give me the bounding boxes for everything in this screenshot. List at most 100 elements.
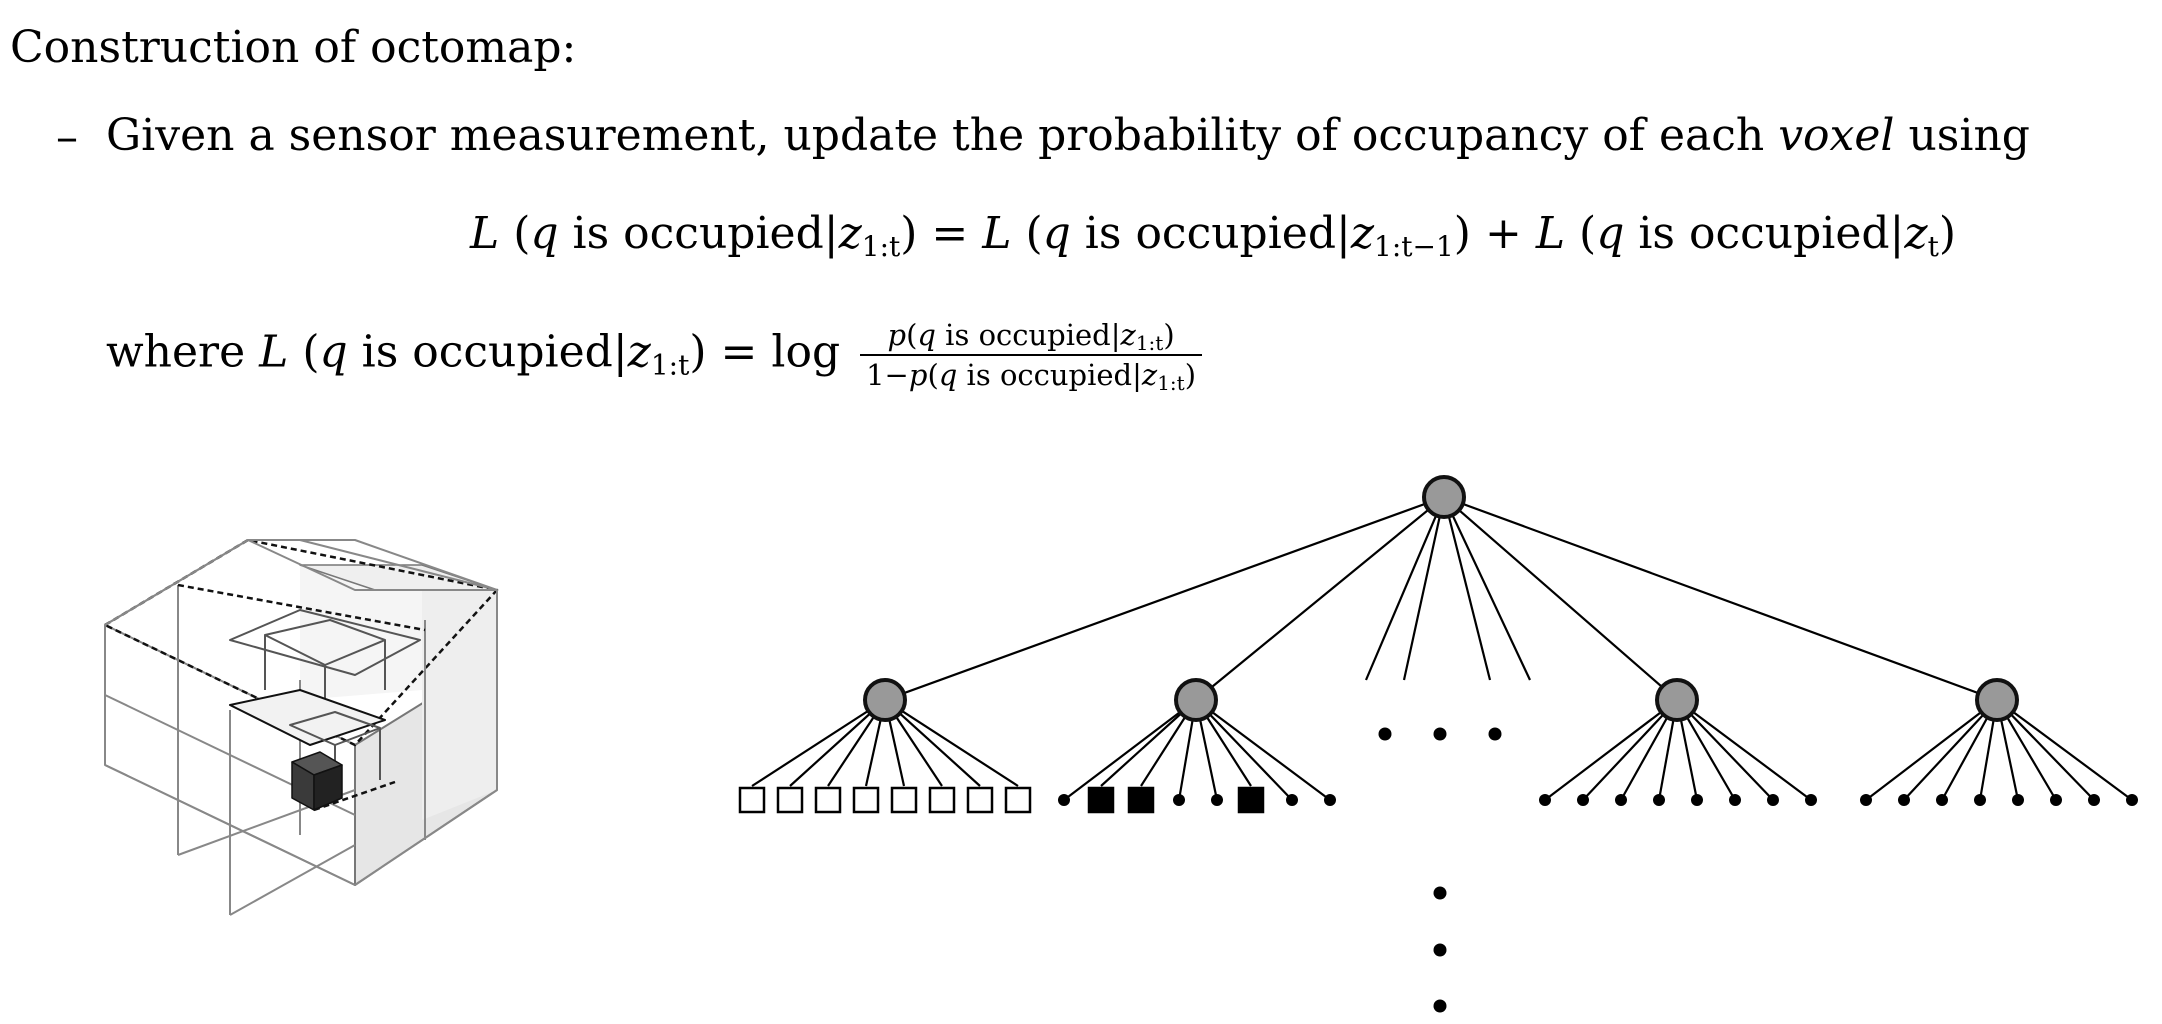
- cube-edge: [299, 539, 498, 591]
- eq-L: L: [1535, 208, 1566, 259]
- eq-open: (: [499, 208, 531, 259]
- frac-q: q: [917, 318, 936, 352]
- frac-one-minus: 1−: [866, 358, 909, 392]
- fraction-numerator: p(q is occupied|z1:t): [860, 318, 1203, 356]
- leaf-point: [1729, 794, 1741, 806]
- leaf-point: [1324, 794, 1336, 806]
- octree-edges: [751, 495, 2133, 801]
- occupied-voxel-side: [313, 764, 343, 811]
- eq-sub: 1:t: [861, 230, 901, 263]
- eq-q: q: [530, 208, 559, 259]
- bullet-dash: –: [56, 112, 78, 163]
- octree-edge: [1865, 699, 1998, 801]
- octree-root-node: [1422, 475, 1466, 519]
- leaf-point: [1173, 794, 1185, 806]
- frac-q: q: [938, 358, 958, 392]
- leaf-point: [1211, 794, 1223, 806]
- octree-edge-stub: [1443, 496, 1531, 681]
- free-leaf: [928, 786, 956, 814]
- log-word: log: [771, 326, 841, 378]
- octree-voxel-cube: [103, 538, 499, 916]
- frac-sub: 1:t: [1135, 331, 1164, 355]
- octree-edge: [1582, 699, 1678, 801]
- eq-plus: +: [1470, 208, 1536, 259]
- bullet-text-after: using: [1894, 110, 2030, 161]
- octree-inner-node: [1655, 678, 1699, 722]
- octree-edge: [1676, 699, 1774, 801]
- probability-fraction: p(q is occupied|z1:t) 1−p(q is occupied|…: [860, 318, 1203, 395]
- eq-open: (: [288, 326, 320, 378]
- octree-edge: [1443, 495, 1998, 702]
- octree-edge-stub: [1442, 496, 1492, 681]
- frac-p: p: [887, 318, 907, 352]
- eq-sub: t: [1927, 230, 1939, 263]
- cube-edge: [104, 539, 249, 626]
- where-word: where: [106, 326, 260, 378]
- frac-phrase: is occupied|: [935, 318, 1121, 352]
- frac-close: ): [1184, 358, 1197, 392]
- eq-equals: =: [917, 208, 983, 259]
- frac-p: p: [908, 358, 928, 392]
- bullet-text: Given a sensor measurement, update the p…: [106, 110, 2030, 161]
- octree-inner-node: [1174, 678, 1218, 722]
- eq-phrase: is occupied|: [347, 326, 628, 378]
- octree-inner-node: [1975, 678, 2019, 722]
- free-leaf: [776, 786, 804, 814]
- octree-edge-stub: [1364, 496, 1446, 681]
- eq-sub: 1:t−1: [1374, 230, 1454, 263]
- ellipsis-dot: [1433, 886, 1447, 900]
- frac-sub: 1:t: [1157, 371, 1185, 395]
- leaf-point: [1805, 794, 1817, 806]
- eq-q: q: [1042, 208, 1071, 259]
- bullet-text-voxel: voxel: [1778, 110, 1895, 161]
- ellipsis-dot: [1433, 999, 1447, 1013]
- eq-equals: =: [706, 326, 772, 378]
- leaf-point: [1936, 794, 1948, 806]
- free-leaf: [814, 786, 842, 814]
- sub-cube-top: [229, 689, 386, 746]
- leaf-point: [1860, 794, 1872, 806]
- eq-z: z: [1350, 208, 1375, 259]
- leaf-point: [1691, 794, 1703, 806]
- leaf-point: [1615, 794, 1627, 806]
- eq-phrase: is occupied|: [1070, 208, 1351, 259]
- free-leaf: [852, 786, 880, 814]
- occupied-leaf: [1237, 786, 1265, 814]
- octree-edge: [1676, 699, 1812, 801]
- fraction-denominator: 1−p(q is occupied|z1:t): [860, 356, 1202, 395]
- octree-edge-stub: [1402, 496, 1446, 681]
- octree-inner-node: [863, 678, 907, 722]
- octree-edge: [751, 699, 886, 787]
- eq-open: (: [1565, 208, 1597, 259]
- frac-close: ): [1163, 318, 1175, 352]
- cube-grid: [177, 583, 426, 632]
- eq-L: L: [982, 208, 1012, 259]
- leaf-point: [1653, 794, 1665, 806]
- eq-z: z: [838, 208, 862, 259]
- octree-edge: [1903, 699, 1998, 801]
- leaf-point: [1286, 794, 1298, 806]
- eq-L: L: [259, 326, 289, 378]
- octree-edge: [1996, 699, 2133, 801]
- octree-edge: [1996, 699, 2095, 801]
- frac-z: z: [1120, 318, 1136, 352]
- frac-open: (: [927, 358, 939, 392]
- free-leaf: [1004, 786, 1032, 814]
- eq-phrase: is occupied|: [1624, 208, 1905, 259]
- octree-edge: [1195, 699, 1293, 801]
- octree-edge: [884, 495, 1445, 702]
- occupied-leaf: [1127, 786, 1155, 814]
- ellipsis-dot: [1378, 727, 1392, 741]
- frac-z: z: [1141, 358, 1158, 392]
- eq-close: ): [689, 326, 707, 378]
- leaf-point: [1539, 794, 1551, 806]
- octree-edge: [1063, 699, 1197, 801]
- eq-open: (: [1011, 208, 1043, 259]
- bullet-text-before: Given a sensor measurement, update the p…: [106, 110, 1779, 161]
- eq-close: ): [1938, 208, 1956, 259]
- eq-z: z: [627, 326, 651, 378]
- octree-edge: [1544, 699, 1678, 801]
- free-leaf: [738, 786, 766, 814]
- ellipsis-dot: [1488, 727, 1502, 741]
- octree-edge: [1443, 496, 1678, 701]
